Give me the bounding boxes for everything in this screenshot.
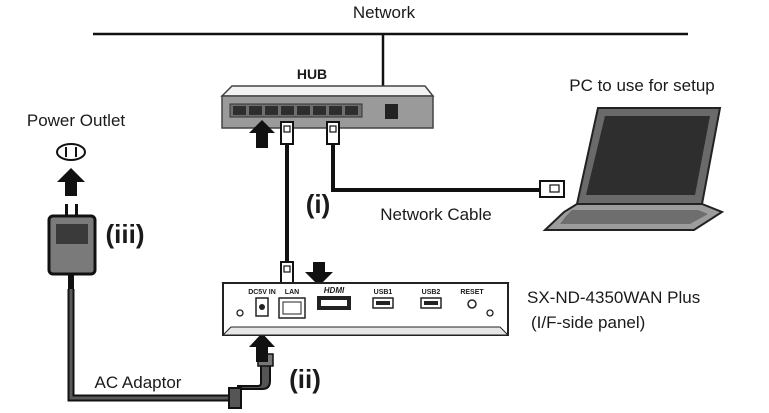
dc-in-port-label: DC5V IN — [248, 289, 276, 296]
step-1-label: (i) — [306, 189, 331, 219]
ac-adaptor-cable — [67, 289, 274, 409]
network-cable — [326, 121, 565, 198]
hub-label: HUB — [297, 66, 327, 82]
step-3-label: (iii) — [106, 219, 145, 249]
media-player-box-icon — [221, 282, 510, 336]
dc-in-arrow-icon — [249, 333, 275, 362]
reset-button-label: RESET — [460, 289, 484, 296]
pc-label: PC to use for setup — [569, 76, 715, 95]
laptop-icon — [542, 107, 725, 231]
outlet-arrow-icon — [57, 168, 85, 196]
device-name-label: SX-ND-4350WAN Plus — [527, 288, 700, 307]
usb2-port-label: USB2 — [422, 289, 441, 296]
step-2-label: (ii) — [289, 364, 321, 394]
network-hub-icon — [220, 85, 435, 129]
hdmi-port-label: HDMI — [324, 286, 345, 295]
power-outlet-icon — [56, 143, 86, 161]
ac-adaptor-label: AC Adaptor — [95, 373, 182, 392]
hdmi-arrow-icon — [305, 262, 333, 286]
lan-cable — [280, 121, 294, 285]
network-cable-label: Network Cable — [380, 205, 492, 224]
device-panel-label: (I/F-side panel) — [531, 313, 645, 332]
usb1-port-label: USB1 — [374, 289, 393, 296]
power-adaptor-icon — [47, 204, 97, 289]
lan-port-label: LAN — [285, 289, 299, 296]
hub-power-arrow-icon — [249, 120, 275, 148]
network-label: Network — [353, 3, 416, 22]
power-outlet-label: Power Outlet — [27, 111, 126, 130]
